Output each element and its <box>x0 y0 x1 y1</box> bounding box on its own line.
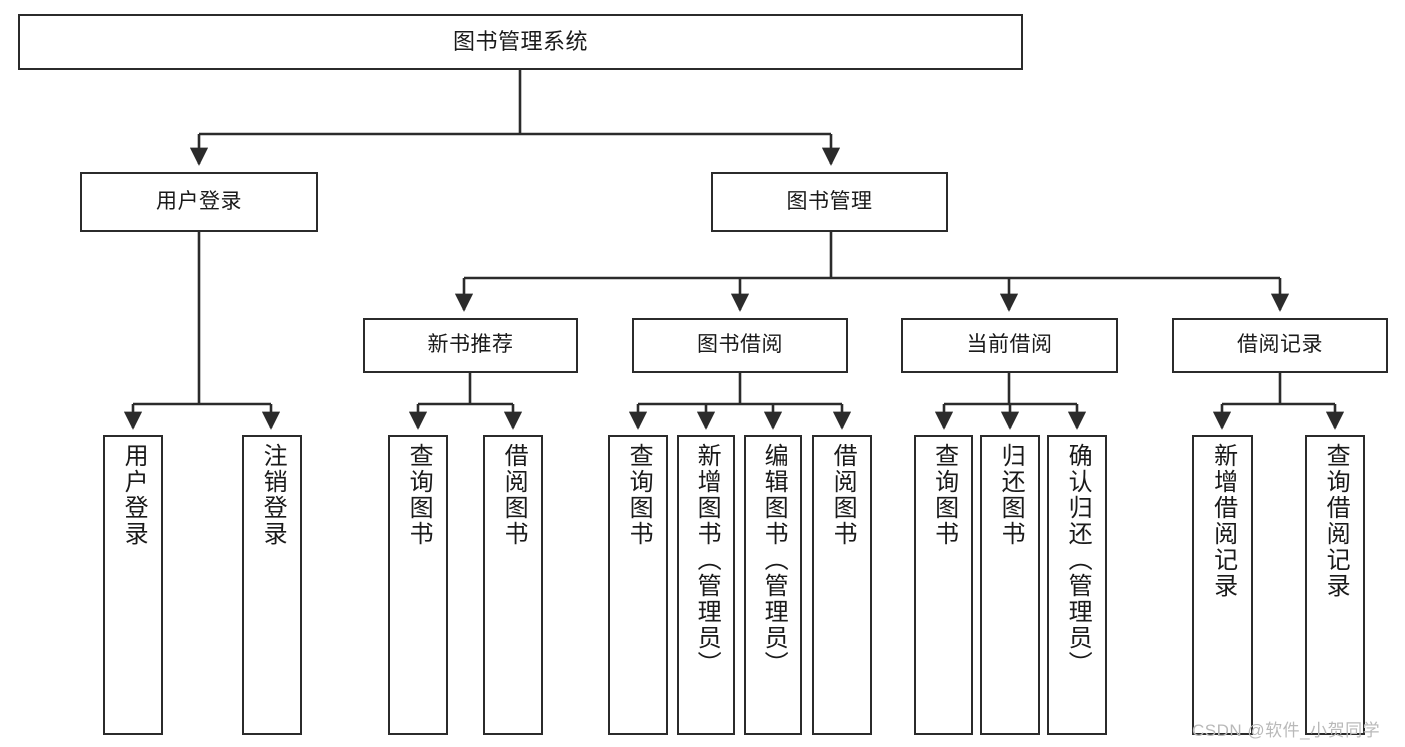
leaf-query-borrow-record[interactable]: 查询借阅记录 <box>1305 435 1365 735</box>
node-book-management[interactable]: 图书管理 <box>711 172 948 232</box>
leaf-query-book-borrow[interactable]: 查询图书 <box>608 435 668 735</box>
leaf-edit-book-admin[interactable]: 编辑图书（管理员） <box>744 435 802 735</box>
csdn-watermark: CSDN @软件_小贺同学 <box>1192 721 1381 740</box>
leaf-borrow-book-recommend[interactable]: 借阅图书 <box>483 435 543 735</box>
node-label: 新增图书（管理员） <box>693 443 721 677</box>
node-label: 新增借阅记录 <box>1209 443 1237 599</box>
leaf-confirm-return-admin[interactable]: 确认归还（管理员） <box>1047 435 1107 735</box>
node-label: 图书借阅 <box>697 333 783 357</box>
leaf-logout[interactable]: 注销登录 <box>242 435 302 735</box>
leaf-user-login[interactable]: 用户登录 <box>103 435 163 735</box>
leaf-return-book[interactable]: 归还图书 <box>980 435 1040 735</box>
node-borrow-record[interactable]: 借阅记录 <box>1172 318 1388 373</box>
node-label: 查询图书 <box>405 443 433 547</box>
leaf-add-book-admin[interactable]: 新增图书（管理员） <box>677 435 735 735</box>
node-label: 借阅图书 <box>500 443 528 547</box>
node-label: 借阅记录 <box>1237 333 1323 357</box>
node-label: 用户登录 <box>156 189 242 213</box>
leaf-query-book-recommend[interactable]: 查询图书 <box>388 435 448 735</box>
node-user-login[interactable]: 用户登录 <box>80 172 318 232</box>
node-label: 新书推荐 <box>427 333 514 357</box>
node-label: 借阅图书 <box>829 443 857 547</box>
node-root-book-management-system[interactable]: 图书管理系统 <box>18 14 1023 70</box>
node-current-borrow[interactable]: 当前借阅 <box>901 318 1118 373</box>
leaf-add-borrow-record[interactable]: 新增借阅记录 <box>1192 435 1253 735</box>
node-new-book-recommend[interactable]: 新书推荐 <box>363 318 578 373</box>
node-label: 编辑图书（管理员） <box>760 443 788 677</box>
node-label: 查询图书 <box>930 443 958 547</box>
node-label: 确认归还（管理员） <box>1064 443 1092 677</box>
node-label: 当前借阅 <box>966 333 1053 357</box>
node-label: 用户登录 <box>120 443 148 547</box>
node-label: 查询借阅记录 <box>1322 443 1350 599</box>
node-label: 查询图书 <box>625 443 653 547</box>
leaf-query-book-current[interactable]: 查询图书 <box>914 435 973 735</box>
node-label: 图书管理 <box>786 189 873 213</box>
node-label: 图书管理系统 <box>452 28 588 54</box>
leaf-borrow-book[interactable]: 借阅图书 <box>812 435 872 735</box>
node-label: 归还图书 <box>997 443 1025 547</box>
node-label: 注销登录 <box>259 443 287 547</box>
node-book-borrow[interactable]: 图书借阅 <box>632 318 848 373</box>
